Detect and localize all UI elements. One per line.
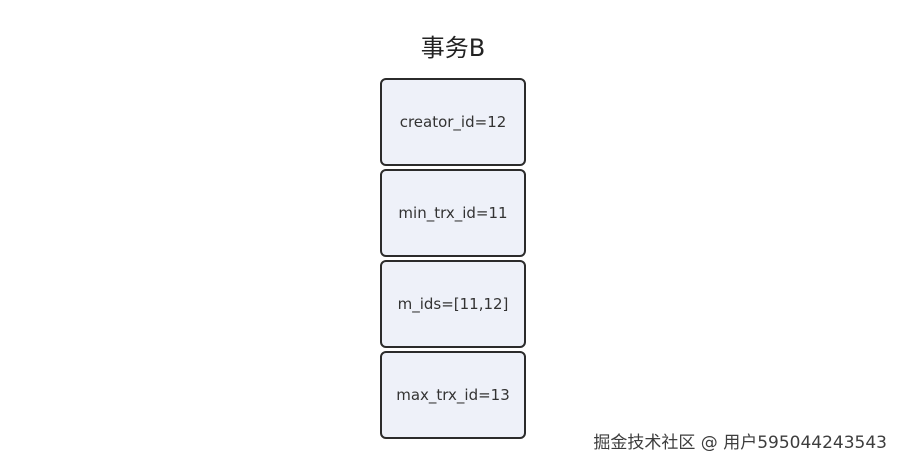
diagram-title: 事务B <box>420 34 486 62</box>
watermark: 掘金技术社区 @ 用户595044243543 <box>593 433 887 453</box>
m-ids-box: m_ids=[11,12] <box>380 260 526 348</box>
creator-id-box: creator_id=12 <box>380 78 526 166</box>
read-view-stack: creator_id=12 min_trx_id=11 m_ids=[11,12… <box>380 78 526 442</box>
min-trx-id-box: min_trx_id=11 <box>380 169 526 257</box>
max-trx-id-box: max_trx_id=13 <box>380 351 526 439</box>
